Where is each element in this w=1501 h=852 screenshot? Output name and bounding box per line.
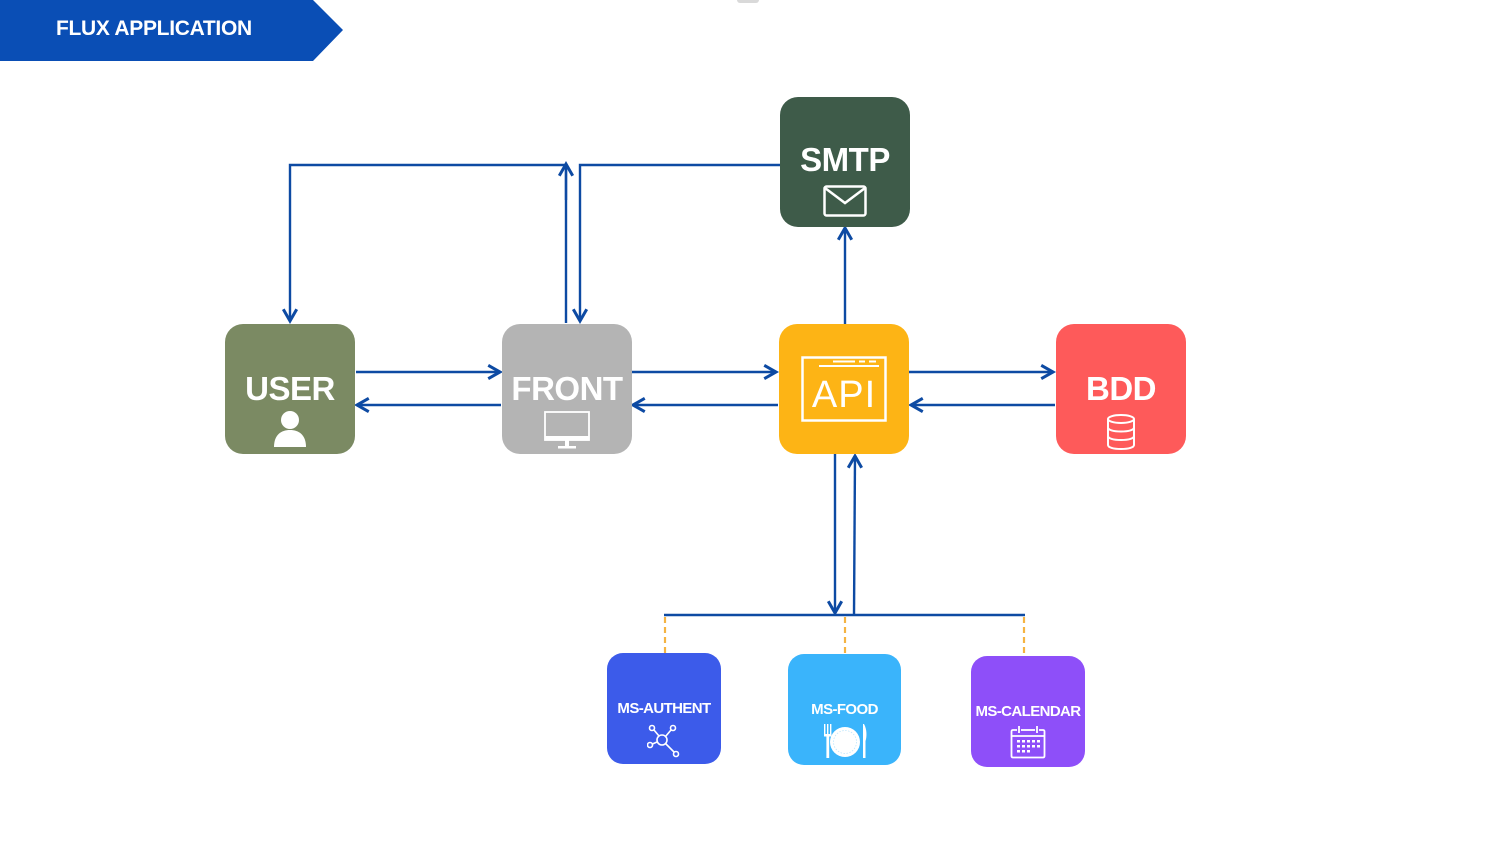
- monitor-icon: [544, 411, 590, 449]
- calendar-icon: [1010, 726, 1046, 759]
- api-window-icon: [801, 356, 887, 422]
- node-ms-authent[interactable]: MS-AUTHENT: [607, 653, 721, 764]
- node-api[interactable]: API: [779, 324, 909, 454]
- node-bdd[interactable]: BDD: [1056, 324, 1186, 454]
- slide-handle: [737, 0, 759, 3]
- node-user[interactable]: USER: [225, 324, 355, 454]
- network-icon: [647, 724, 680, 758]
- edge-smtp-to-front: [571, 163, 780, 325]
- node-ms-calendar-label: MS-CALENDAR: [975, 703, 1081, 720]
- node-ms-food[interactable]: MS-FOOD: [788, 654, 901, 765]
- node-smtp[interactable]: SMTP: [780, 97, 910, 227]
- banner-arrow-shape: [0, 0, 343, 61]
- node-ms-calendar[interactable]: MS-CALENDAR: [971, 656, 1085, 767]
- node-ms-authent-label: MS-AUTHENT: [617, 700, 711, 717]
- node-ms-food-label: MS-FOOD: [811, 701, 878, 718]
- user-icon: [274, 411, 306, 447]
- edge-front-to-user-top: [281, 163, 568, 325]
- node-api-label: API: [811, 374, 877, 416]
- envelope-icon: [823, 185, 867, 217]
- node-front-label: FRONT: [511, 370, 623, 407]
- node-smtp-label: SMTP: [800, 141, 890, 178]
- edge-bus-to-api: [846, 452, 863, 616]
- page-title: FLUX APPLICATION: [56, 17, 252, 40]
- node-bdd-label: BDD: [1086, 370, 1157, 407]
- title-banner: FLUX APPLICATION: [0, 0, 344, 61]
- node-front[interactable]: FRONT: [502, 324, 632, 454]
- node-user-label: USER: [245, 370, 335, 407]
- plate-cutlery-icon: [823, 724, 866, 758]
- database-icon: [1107, 414, 1135, 450]
